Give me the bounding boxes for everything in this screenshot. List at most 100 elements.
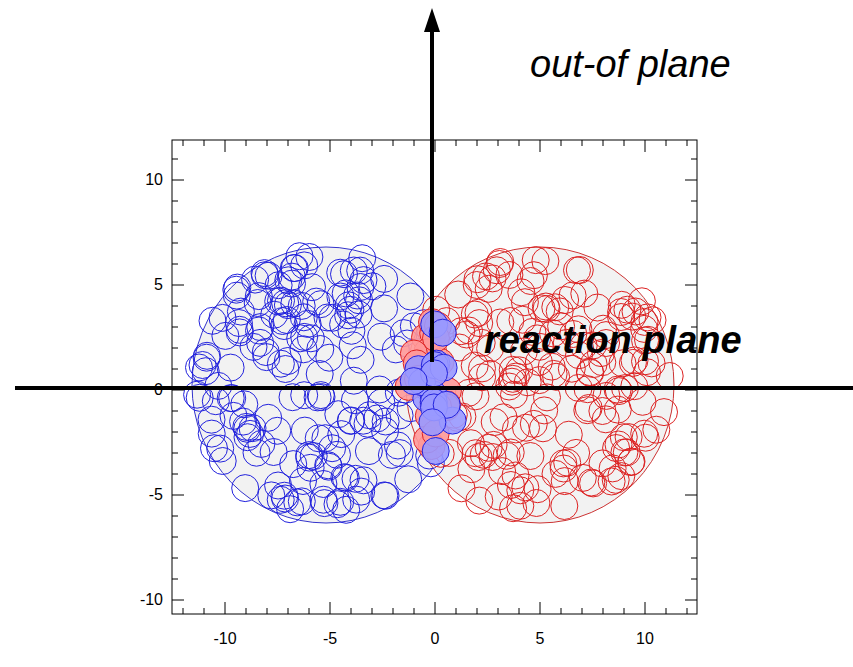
tick-mark <box>172 201 178 202</box>
tick-label: -5 <box>149 486 163 504</box>
nucleon <box>271 313 298 340</box>
nucleon <box>291 252 318 279</box>
nucleon <box>202 388 229 415</box>
tick-mark <box>582 608 583 614</box>
nucleon <box>615 424 642 451</box>
tick-mark <box>691 558 697 559</box>
nucleon <box>277 496 304 523</box>
nucleon <box>419 409 446 436</box>
tick-mark <box>246 140 247 146</box>
nucleon <box>327 283 354 310</box>
tick-mark <box>645 602 646 614</box>
tick-mark <box>691 264 697 265</box>
tick-mark <box>393 608 394 614</box>
tick-mark <box>246 608 247 614</box>
nucleon <box>532 248 559 275</box>
reaction-plane-line <box>15 386 853 390</box>
nucleon <box>258 482 285 509</box>
tick-mark <box>666 608 667 614</box>
nucleon <box>395 466 422 493</box>
nucleon <box>475 275 502 302</box>
tick-label: -10 <box>140 591 163 609</box>
tick-label: 5 <box>536 630 545 648</box>
tick-mark <box>393 140 394 146</box>
nucleon <box>347 346 374 373</box>
tick-mark <box>172 180 184 181</box>
nucleon <box>524 476 551 503</box>
tick-mark <box>183 608 184 614</box>
tick-mark <box>435 602 436 614</box>
nucleon <box>629 388 656 415</box>
tick-mark <box>288 140 289 146</box>
nucleon <box>251 260 278 287</box>
nucleon <box>604 396 631 423</box>
tick-mark <box>540 140 541 152</box>
nucleon <box>651 399 678 426</box>
nucleon <box>589 450 616 477</box>
nucleon <box>284 489 311 516</box>
plot-frame <box>172 140 697 614</box>
tick-mark <box>330 602 331 614</box>
nucleon <box>354 410 381 437</box>
nucleon <box>319 304 346 331</box>
tick-mark <box>561 140 562 146</box>
tick-label: 5 <box>154 276 163 294</box>
nucleon <box>290 336 317 363</box>
nucleon <box>481 409 508 436</box>
nucleon <box>299 274 326 301</box>
tick-mark <box>691 411 697 412</box>
nucleon <box>253 344 280 371</box>
nucleon <box>359 273 386 300</box>
tick-mark <box>330 140 331 152</box>
tick-mark <box>603 140 604 146</box>
nucleon <box>337 407 364 434</box>
tick-mark <box>172 369 178 370</box>
nucleon <box>243 439 270 466</box>
tick-mark <box>172 285 184 286</box>
tick-mark <box>435 140 436 152</box>
nucleus-outline <box>192 247 460 523</box>
nucleon <box>378 441 405 468</box>
nucleon <box>333 496 360 523</box>
nucleon <box>316 344 343 371</box>
nucleon <box>201 435 228 462</box>
tick-mark <box>172 600 184 601</box>
nucleon <box>280 451 307 478</box>
tick-mark <box>685 285 697 286</box>
nucleon <box>327 488 354 515</box>
tick-mark <box>685 495 697 496</box>
nucleon <box>574 397 601 424</box>
tick-mark <box>204 140 205 146</box>
nucleon <box>186 354 213 381</box>
tick-label: -10 <box>213 630 236 648</box>
nucleon <box>497 439 524 466</box>
tick-mark <box>225 602 226 614</box>
tick-mark <box>414 140 415 146</box>
nucleon <box>580 470 607 497</box>
nucleon <box>497 472 524 499</box>
tick-mark <box>477 608 478 614</box>
tick-mark <box>372 608 373 614</box>
tick-mark <box>172 432 178 433</box>
tick-mark <box>687 608 688 614</box>
nucleon <box>224 274 251 301</box>
nucleon <box>470 441 497 468</box>
tick-mark <box>172 516 178 517</box>
nucleon <box>198 406 225 433</box>
tick-mark <box>685 180 697 181</box>
nucleon <box>233 413 260 440</box>
nucleon <box>618 448 645 475</box>
nucleon <box>347 274 374 301</box>
tick-mark <box>172 264 178 265</box>
tick-mark <box>561 608 562 614</box>
arrow-head <box>424 8 440 32</box>
axis-ticks <box>172 140 697 614</box>
nucleon <box>522 247 549 274</box>
nucleon <box>226 319 253 346</box>
nucleon <box>356 402 383 429</box>
nucleon <box>618 449 645 476</box>
tick-label: 10 <box>145 171 163 189</box>
nucleon <box>584 294 611 321</box>
tick-label: 10 <box>636 630 654 648</box>
